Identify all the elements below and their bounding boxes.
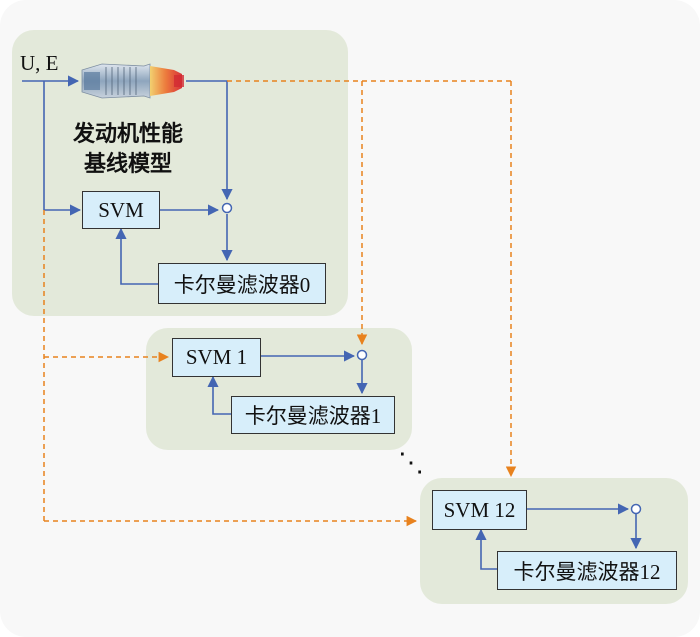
baseline-model-title-line1: 发动机性能 [72,122,183,147]
kalman1-to-svm1-feedback-arrow [207,375,231,415]
svm1-block[interactable]: SVM 1 [172,338,261,377]
engine-icon [81,63,184,99]
kalman12-to-svm12-feedback-arrow [475,528,497,570]
svm12-block[interactable]: SVM 12 [432,490,527,530]
ellipsis-mark: ⋱ [398,448,424,477]
sum-junction-0 [221,202,233,214]
baseline-model-title: 发动机性能 基线模型 [58,120,198,180]
kalman-filter-0-block[interactable]: 卡尔曼滤波器0 [158,263,326,304]
sum-junction-12 [630,503,642,515]
inputs-label: U, E [20,51,59,75]
kalman-filter-12-block[interactable]: 卡尔曼滤波器12 [497,551,677,590]
kalman0-to-svm-feedback-arrow [115,227,158,285]
baseline-model-title-line2: 基线模型 [83,152,172,177]
svm-block[interactable]: SVM [82,191,160,229]
sum-junction-1 [356,349,368,361]
kalman-filter-1-block[interactable]: 卡尔曼滤波器1 [231,396,395,434]
